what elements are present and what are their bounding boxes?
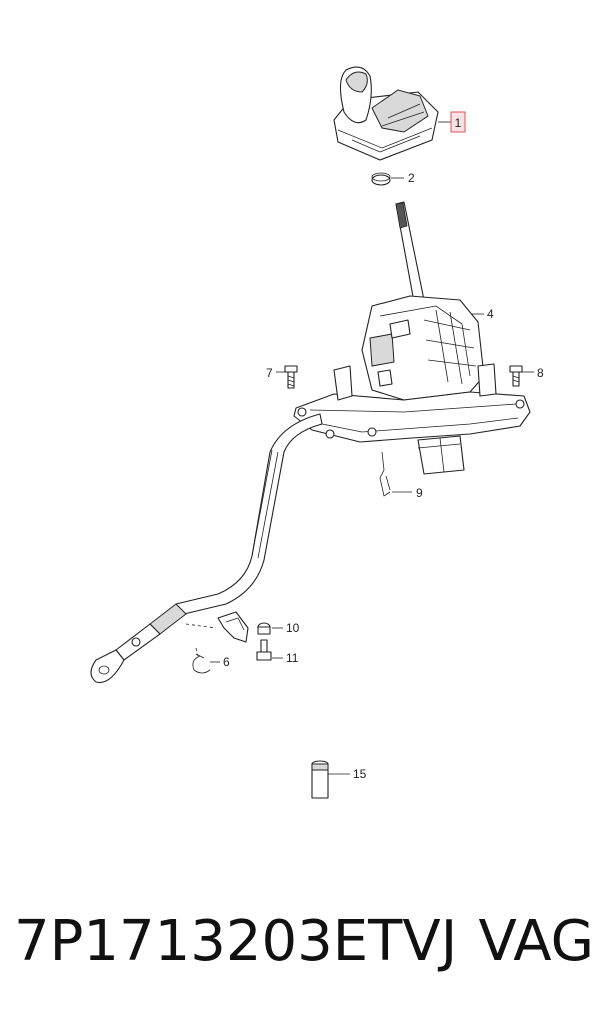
bracket-screw[interactable] xyxy=(256,639,272,661)
callout-6: 6 xyxy=(223,655,230,669)
selector-mechanism-housing[interactable] xyxy=(361,295,485,401)
bolt-right[interactable] xyxy=(509,365,523,387)
cable-bracket[interactable] xyxy=(217,611,271,643)
bushing-ring[interactable] xyxy=(371,172,391,186)
exploded-parts-diagram: 1 2 4 xyxy=(90,66,544,799)
callout-2: 2 xyxy=(408,171,415,185)
callout-7: 7 xyxy=(266,366,273,380)
circlip[interactable] xyxy=(192,653,211,674)
callout-8: 8 xyxy=(537,366,544,380)
part-number: 7P1713203ETVJ xyxy=(14,909,458,974)
electrical-connector[interactable] xyxy=(417,435,465,475)
callout-10: 10 xyxy=(286,621,300,635)
callout-9: 9 xyxy=(416,486,423,500)
callout-1-highlight[interactable] xyxy=(450,111,466,133)
grease-tube[interactable] xyxy=(311,760,329,799)
gear-knob-boot[interactable] xyxy=(333,66,439,161)
part-number-footer: 7P1713203ETVJ VAG xyxy=(14,902,594,982)
assembly-guide-line-2 xyxy=(195,647,199,657)
callout-11: 11 xyxy=(286,651,299,665)
callout-1: 1 xyxy=(455,116,462,130)
callout-4: 4 xyxy=(487,307,494,321)
shift-lever-rod[interactable] xyxy=(395,201,425,303)
bolt-left[interactable] xyxy=(284,365,298,389)
assembly-guide-line xyxy=(185,623,217,629)
callout-15: 15 xyxy=(353,767,367,781)
brand-label: VAG xyxy=(478,909,594,974)
mounting-base-frame[interactable] xyxy=(293,363,531,443)
retaining-clip[interactable] xyxy=(379,451,391,497)
shift-cable[interactable] xyxy=(90,413,323,684)
